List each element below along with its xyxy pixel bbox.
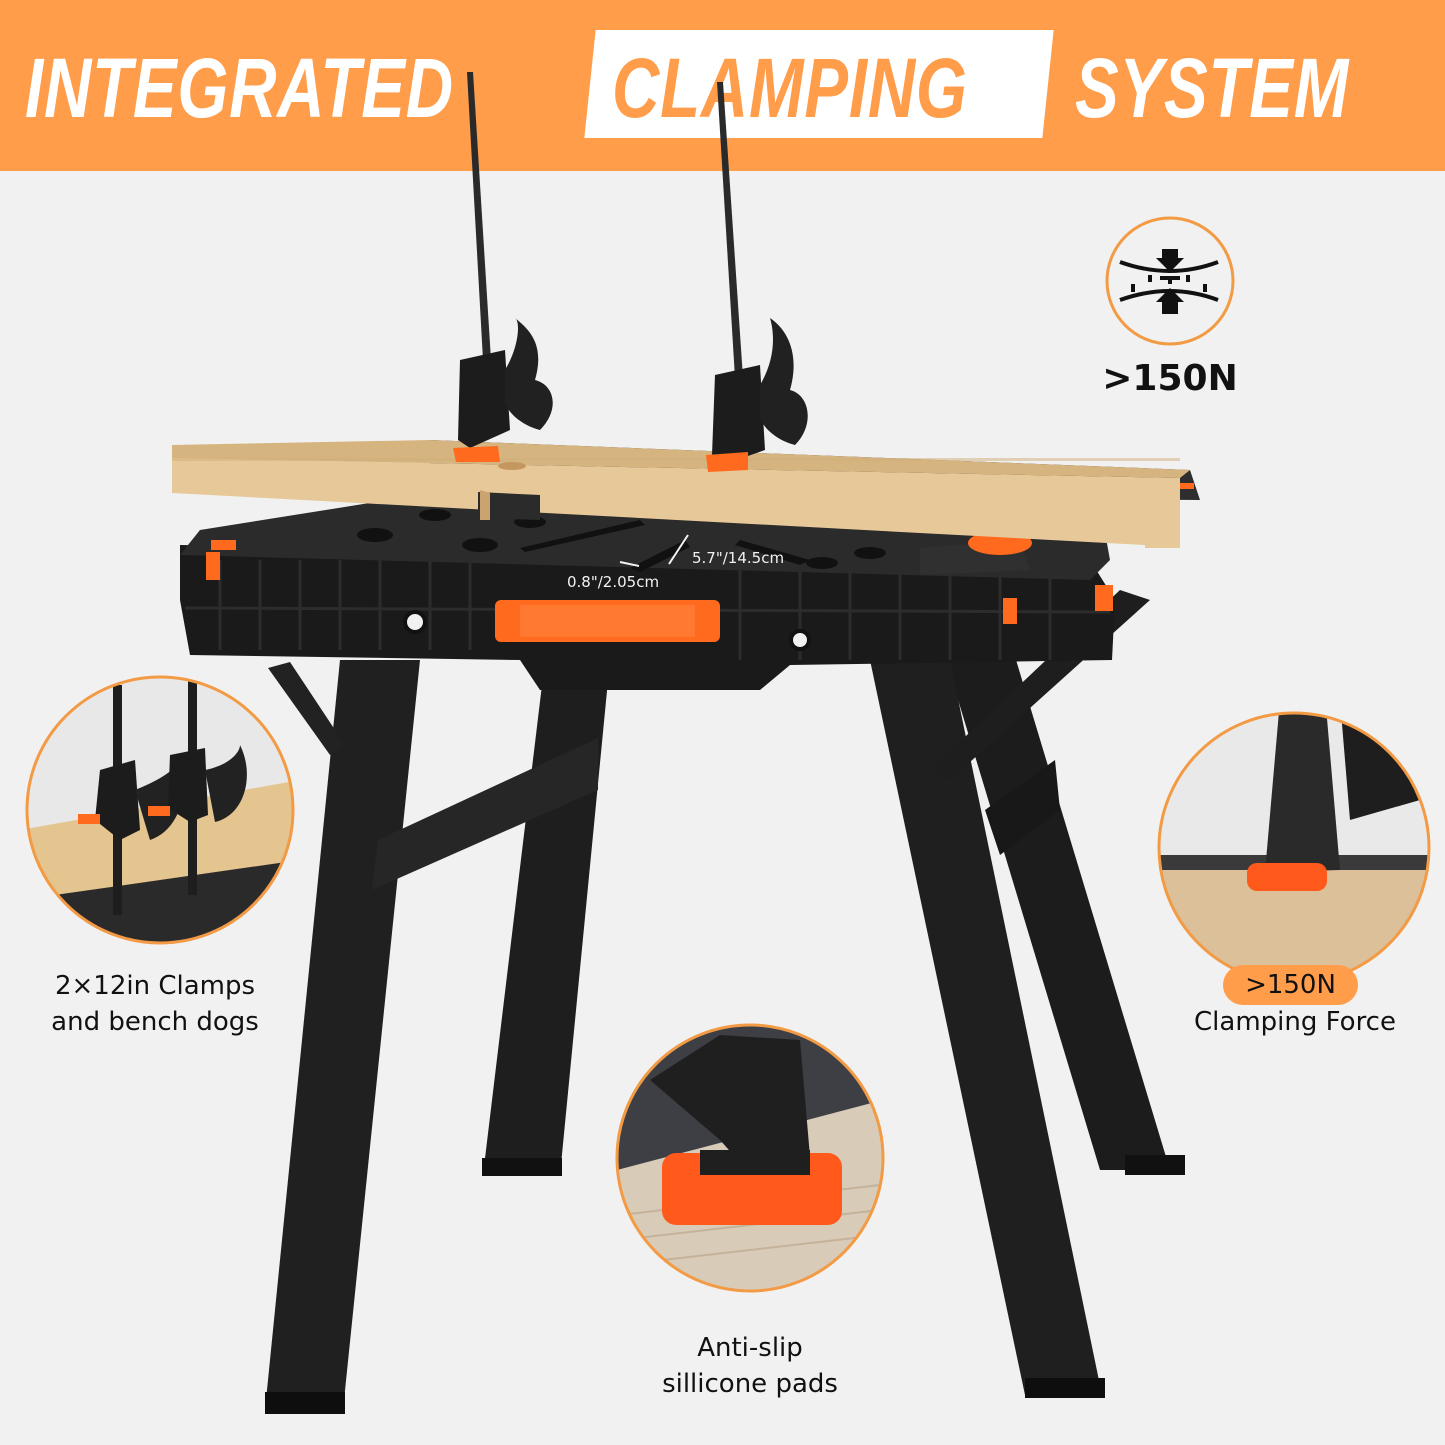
title-word-integrated: INTEGRATED bbox=[25, 41, 454, 135]
force-value: >150N bbox=[1102, 358, 1238, 399]
title-word-system: SYSTEM bbox=[1075, 41, 1350, 135]
callout-clamping-force-line1: Clamping Force bbox=[1194, 1007, 1396, 1037]
callout-clamping-force: Clamping Force bbox=[1150, 1004, 1440, 1040]
callout-clamps: 2×12in Clamps and bench dogs bbox=[0, 968, 310, 1040]
callout-pads-line2: sillicone pads bbox=[662, 1369, 838, 1399]
callout-clamps-line1: 2×12in Clamps bbox=[54, 971, 256, 1001]
title-word-clamping: CLAMPING bbox=[612, 41, 968, 135]
slot-width-label: 0.8"/2.05cm bbox=[567, 573, 660, 591]
callout-clamps-line2: and bench dogs bbox=[51, 1007, 259, 1037]
slot-length-label: 5.7"/14.5cm bbox=[692, 549, 785, 567]
page-title: INTEGRATED CLAMPING SYSTEM bbox=[0, 30, 1445, 140]
callout-pads: Anti-slip sillicone pads bbox=[600, 1330, 900, 1402]
clamping-force-badge: >150N bbox=[1223, 965, 1358, 1005]
callout-pads-line1: Anti-slip bbox=[697, 1333, 803, 1363]
